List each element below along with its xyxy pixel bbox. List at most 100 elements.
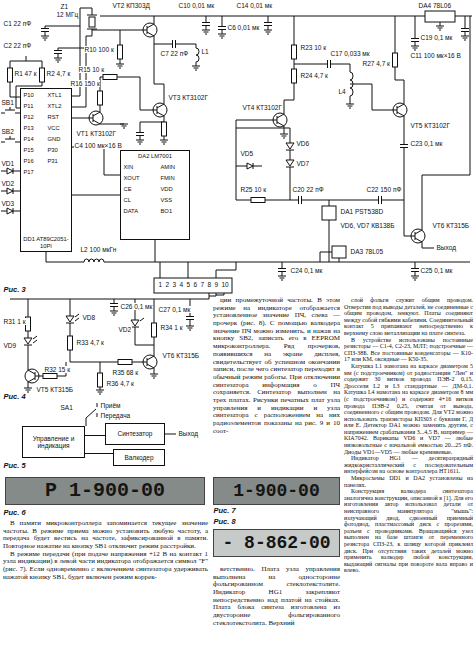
pin-number: 2 xyxy=(165,281,170,288)
resistor-symbol xyxy=(40,68,45,82)
pin-name: GND xyxy=(47,136,61,142)
part-label: VD2 xyxy=(1,180,15,187)
regulator-body xyxy=(425,11,455,22)
part-label: R25 10 к xyxy=(240,186,267,193)
resistor-symbol xyxy=(68,336,73,350)
part-label: R31 1 к xyxy=(3,318,26,325)
diode-symbol xyxy=(7,168,13,174)
pin-number: 1 xyxy=(158,281,163,288)
body-text: Катушка L1 намотана на каркасе диаметром… xyxy=(344,363,473,455)
pin-name: XOUT xyxy=(123,175,140,181)
part-label: VD5 xyxy=(240,150,254,157)
body-text: В памяти микроконтроллера запоминается т… xyxy=(3,520,208,551)
part-label: SB2 xyxy=(1,128,14,135)
part-label: C25 0,1 мк xyxy=(420,267,453,274)
part-label: C4 100 мк×16 В xyxy=(74,142,122,149)
resistor-symbol xyxy=(152,323,157,337)
resistor-symbol xyxy=(292,69,297,83)
pin-name: XTL1 xyxy=(47,92,62,98)
resistor-symbol xyxy=(118,45,123,59)
figure-caption: Рис. 4 xyxy=(3,393,26,401)
resistor-symbol xyxy=(251,198,265,203)
diode-symbol xyxy=(7,188,13,194)
part-label: R15 10 к xyxy=(78,66,105,73)
part-label: VT6 КТ315Б xyxy=(432,222,470,229)
coil-symbol xyxy=(84,259,104,262)
body-text: Конструкция валкодера синтезатора аналог… xyxy=(344,488,473,574)
pin-name: P13 xyxy=(23,125,34,131)
pin-number: 7 xyxy=(200,281,205,288)
capacitor-symbol xyxy=(379,196,382,204)
part-label: L1 xyxy=(201,48,209,55)
body-text: Индикатор HG1 — десятиразрядный жидкокри… xyxy=(344,455,473,475)
resistor-symbol xyxy=(103,75,117,80)
part-label: VD2 xyxy=(118,326,132,333)
part-label: VT4 КТ3102Г xyxy=(242,104,282,111)
ground-symbol xyxy=(202,30,210,34)
ground-symbol xyxy=(411,276,419,280)
node-text: Управление и индикация xyxy=(25,435,82,449)
pin-number: 4 xyxy=(179,281,184,288)
part-label: R34 1 к xyxy=(160,324,183,331)
part-label: C7 22 пФ xyxy=(160,50,189,57)
part-label: VT5 КТ3102Г xyxy=(410,122,450,129)
part-label: SB1 xyxy=(1,99,14,106)
capacitor-symbol xyxy=(110,304,118,307)
node-text: - 8-862-00 xyxy=(222,534,330,552)
ground-symbol xyxy=(186,326,194,330)
part-label: VD6 xyxy=(296,140,310,147)
resistor-symbol xyxy=(26,317,31,331)
ground-symbol xyxy=(160,140,168,144)
pin-name: DATA xyxy=(123,208,139,214)
body-text: В устройстве использованы постоянные рез… xyxy=(344,337,473,363)
body-text: В режиме передачи (при подаче напряжения… xyxy=(3,551,208,582)
pin-name: VCC xyxy=(47,125,60,131)
capacitor-symbol xyxy=(54,51,62,54)
part-label: C22 150 пФ xyxy=(366,186,402,193)
part-label: C6 0,01 мк xyxy=(227,24,260,31)
part-label: C14 0,01 мк xyxy=(236,2,273,9)
part-label: R24 4,7 к xyxy=(300,72,328,79)
regulator-body xyxy=(332,246,346,258)
part-label: Выход xyxy=(436,244,456,251)
transistor-symbol xyxy=(25,369,39,383)
figure-caption: Рис. 8 xyxy=(213,518,236,526)
pin-number: 10 xyxy=(221,281,229,288)
part-label: DA3 78L05 xyxy=(350,248,384,255)
part-label: R32 15 к xyxy=(44,366,71,373)
capacitor-symbol xyxy=(411,39,419,42)
pin-name: P16 xyxy=(23,158,34,164)
part-label: R10 100 к xyxy=(84,46,114,53)
node-text: P 1-900-00 xyxy=(45,481,165,501)
ground-symbol xyxy=(218,34,226,38)
part-label: C10 0,01 мк xyxy=(178,2,215,9)
figure-caption: Рис. 6 xyxy=(3,509,26,517)
pin-name: XIN xyxy=(123,164,134,170)
connector-line xyxy=(72,195,120,196)
figure-caption: Рис. 3 xyxy=(3,286,26,294)
capacitor-symbol xyxy=(186,317,194,320)
pin-name: FMIN xyxy=(160,175,175,181)
ground-symbol xyxy=(346,104,354,108)
wire xyxy=(1,8,472,278)
pin-name: CE xyxy=(123,186,132,192)
part-label: C19 0,1 мк xyxy=(420,34,453,41)
ground-symbol xyxy=(110,311,118,315)
pin-name: CL xyxy=(123,197,131,203)
crystal-plates xyxy=(87,15,97,29)
pin-name: P14 xyxy=(23,136,34,142)
ground-symbol xyxy=(120,124,128,128)
ground-symbol xyxy=(278,276,286,280)
part-label: VT5 КТ315Б xyxy=(36,386,74,393)
part-label: R33 4,7 к xyxy=(76,339,104,346)
body-text: ветственно. Плата узла управления выполн… xyxy=(213,566,340,628)
resistor-symbol xyxy=(98,91,103,105)
part-label: VT2 КП303Д xyxy=(112,2,150,9)
varicap-symbol xyxy=(286,143,294,167)
part-label: VD7 xyxy=(296,160,310,167)
pin-name: P15 xyxy=(23,147,34,153)
part-label: C26 0,1 мк xyxy=(120,303,153,310)
text-column: ции промежуточной частоты. В этом режиме… xyxy=(213,297,340,435)
text-column: В памяти микроконтроллера запоминается т… xyxy=(3,520,208,582)
